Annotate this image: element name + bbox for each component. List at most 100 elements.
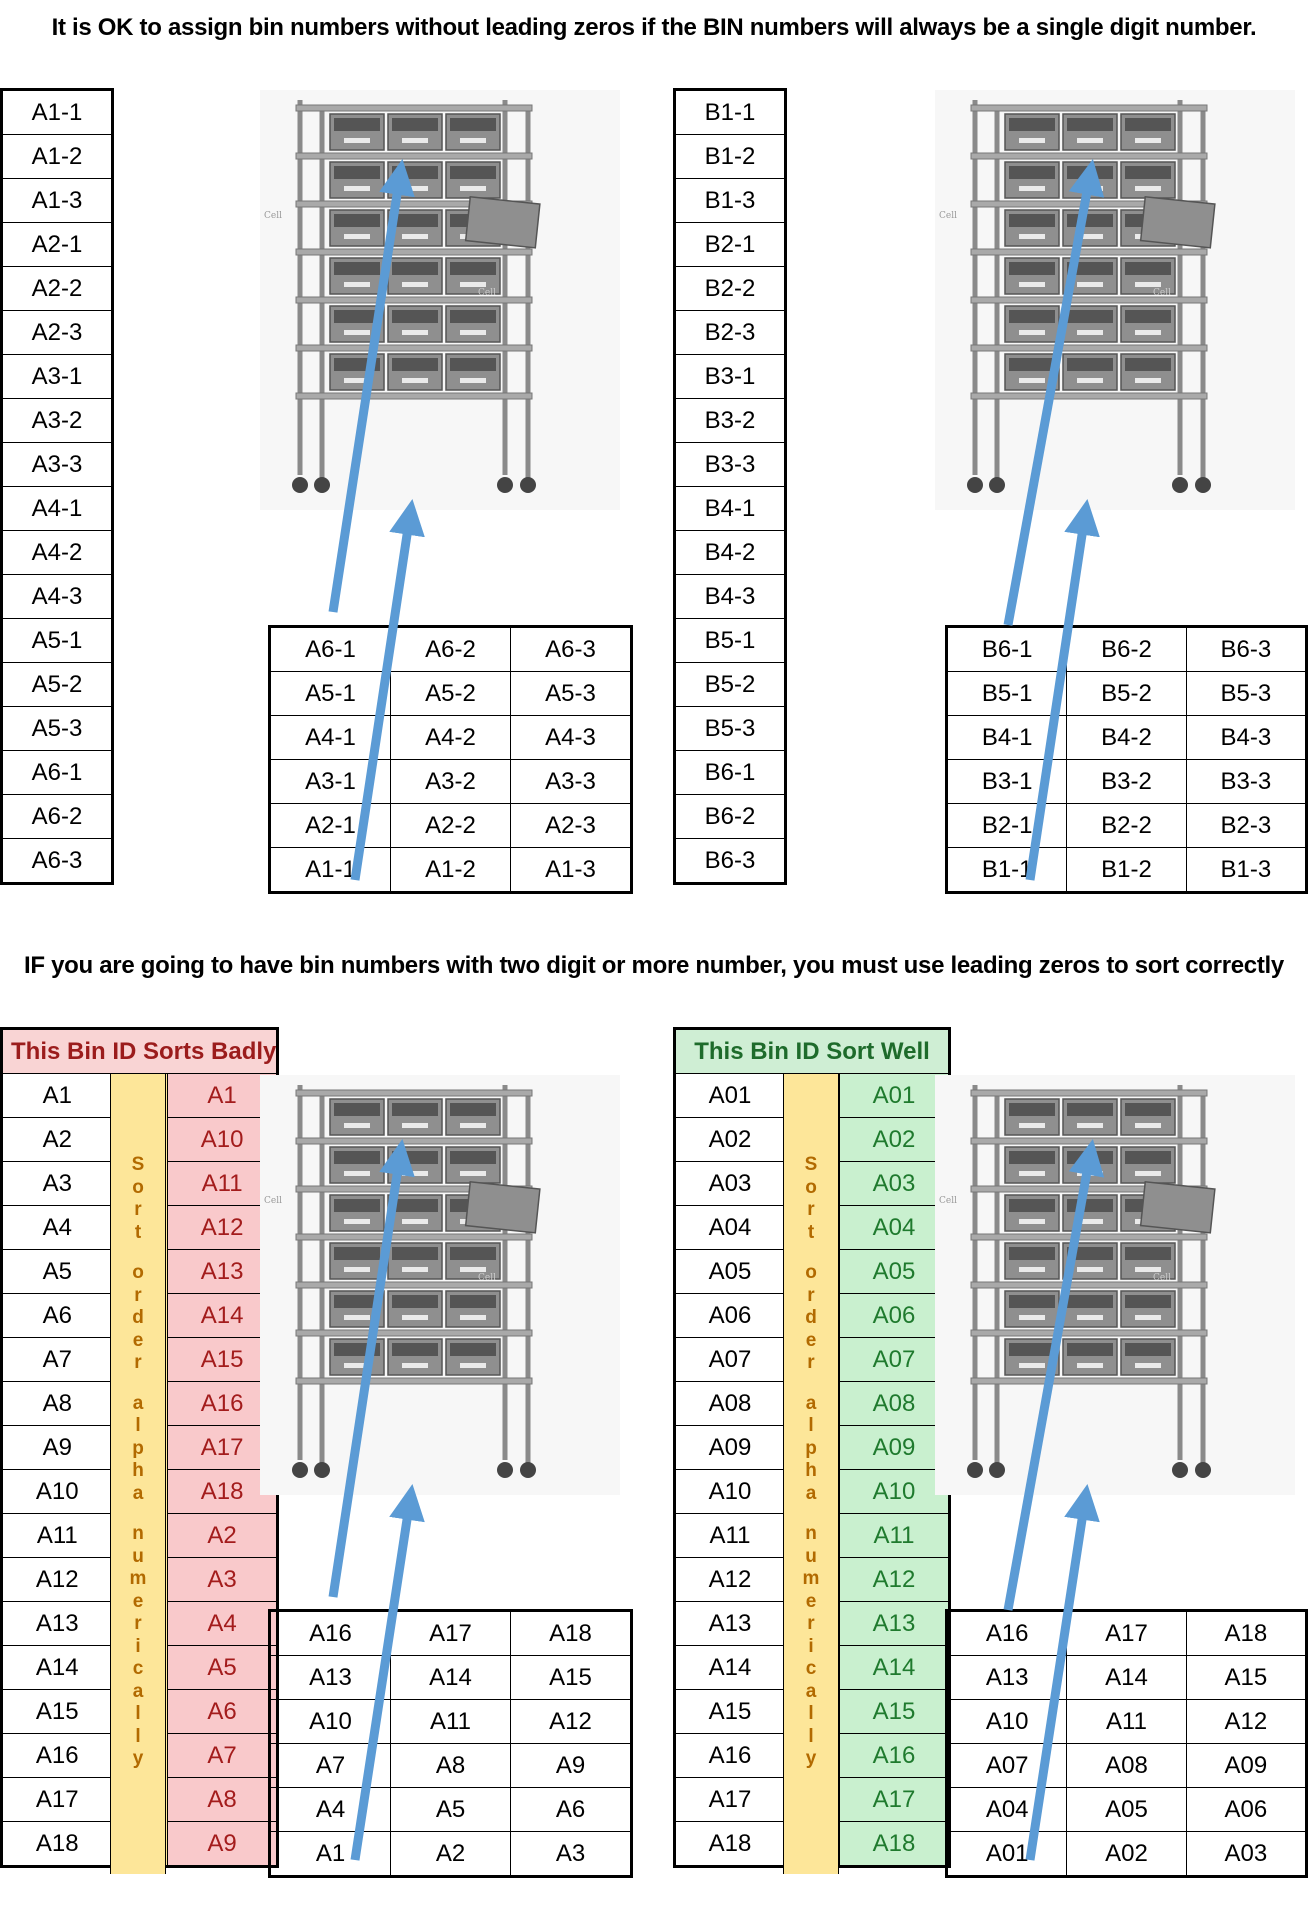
table-row: B2-1 [674, 222, 786, 267]
rack-watermark-text: Cell [939, 1196, 957, 1206]
rack-bin [1062, 257, 1118, 295]
sorted-id-cell: A07 [839, 1337, 950, 1382]
rack-bin [445, 1146, 501, 1184]
table-row: B1-3 [674, 178, 786, 223]
bin-id-cell: A1 [1, 1073, 113, 1118]
bin-id-cell: A5-3 [1, 706, 113, 751]
table-row: B6-3 [674, 838, 786, 884]
bin-id-cell: A5 [1, 1249, 113, 1294]
sorted-id-cell: A1 [166, 1073, 279, 1118]
rack-bin [1004, 1146, 1060, 1184]
rack-watermark-text: Cell [1153, 1273, 1171, 1283]
rack-bin-cell: B2-1 [945, 803, 1068, 848]
rack-bin-cell: B3-3 [1185, 759, 1308, 804]
rack-bin [1062, 1338, 1118, 1376]
rack-bin [387, 1194, 443, 1232]
sort-label-letter: r [134, 1199, 142, 1220]
rack-bin [1062, 1098, 1118, 1136]
bin-id-cell: B3-3 [674, 442, 786, 487]
sort-label-letter: l [135, 1725, 141, 1747]
rack-bin [1062, 209, 1118, 247]
sorted-id-cell: A10 [839, 1469, 950, 1514]
rack-bin [1004, 1338, 1060, 1376]
sorted-id-cell: A16 [839, 1733, 950, 1778]
sorted-id-cell: A8 [166, 1777, 279, 1822]
sort-label-letter: a [132, 1392, 144, 1414]
sort-label-letter: u [805, 1545, 817, 1567]
sorted-id-cell: A6 [166, 1689, 279, 1734]
rack-bin [445, 161, 501, 199]
bin-id-cell: A1-3 [1, 178, 113, 223]
bin-id-cell: B5-1 [674, 618, 786, 663]
table-row: B6-1 [674, 750, 786, 795]
bin-id-cell: A13 [674, 1601, 785, 1646]
table-row: A6-2 [1, 794, 113, 839]
bin-id-cell: A17 [1, 1777, 113, 1822]
table-row: B1-1 [674, 89, 786, 135]
rack-bin [1062, 353, 1118, 391]
rack-watermark-text: Cell [1153, 288, 1171, 298]
rack-bin [329, 1290, 385, 1328]
table-row: A4-2 [1, 530, 113, 575]
rack-bin [445, 1338, 501, 1376]
table-row: B2-3 [674, 310, 786, 355]
bin-id-cell: A1-1 [1, 89, 113, 135]
rack-bin [1004, 113, 1060, 151]
rack-bin [1004, 353, 1060, 391]
sort-label-letter: e [805, 1590, 817, 1612]
rack-bin [329, 113, 385, 151]
bin-id-cell: B3-2 [674, 398, 786, 443]
bin-id-cell: B2-3 [674, 310, 786, 355]
sort-label-letter: a [132, 1482, 144, 1504]
sorted-id-cell: A7 [166, 1733, 279, 1778]
sorted-id-cell: A4 [166, 1601, 279, 1646]
rack-bin-cell: A1 [269, 1831, 391, 1877]
bin-id-cell: A11 [674, 1513, 785, 1558]
sorted-id-cell: A16 [166, 1381, 279, 1426]
bin-id-cell: A10 [674, 1469, 785, 1514]
table-title: This Bin ID Sorts Badly [0, 1028, 279, 1074]
rack-bin [1004, 1194, 1060, 1232]
sort-label-letter: d [132, 1307, 144, 1328]
sort-label-letter: S [804, 1154, 818, 1175]
rack-bin-cell: A09 [1185, 1743, 1308, 1788]
rack-bin-cell: A15 [510, 1655, 632, 1700]
rack-bin [387, 1098, 443, 1136]
sorted-id-cell: A04 [839, 1205, 950, 1250]
bin-id-cell: A2 [1, 1117, 113, 1162]
table-row: B4-3 [674, 574, 786, 619]
rack-bin [1062, 1290, 1118, 1328]
rack-bin-cell: A5 [390, 1787, 511, 1832]
table-row: A1-1 [1, 89, 113, 135]
sort-label-letter: r [807, 1284, 815, 1306]
bin-id-cell: A01 [674, 1073, 785, 1118]
rack-watermark-text: Cell [264, 1196, 282, 1206]
bin-id-cell: B6-2 [674, 794, 786, 839]
bin-id-cell: A2-3 [1, 310, 113, 355]
rack-bin [1062, 1194, 1118, 1232]
bin-id-cell: A4-1 [1, 486, 113, 531]
table-row: B5-1 [674, 618, 786, 663]
rack-bin [387, 161, 443, 199]
rack-bin-cell: A17 [1066, 1610, 1187, 1656]
bin-id-cell: A12 [1, 1557, 113, 1602]
rack-watermark-text: Cell [264, 211, 282, 221]
bin-id-cell: A09 [674, 1425, 785, 1470]
rack-bin-cell: A3-2 [390, 759, 511, 804]
rack-bin [1120, 305, 1176, 343]
bin-id-cell: B6-1 [674, 750, 786, 795]
bin-id-cell: A03 [674, 1161, 785, 1206]
rack-bin-cell: A6 [510, 1787, 632, 1832]
sort-label-letter: o [805, 1262, 817, 1283]
table-row: A3-3 [1, 442, 113, 487]
bin-id-cell: B5-2 [674, 662, 786, 707]
